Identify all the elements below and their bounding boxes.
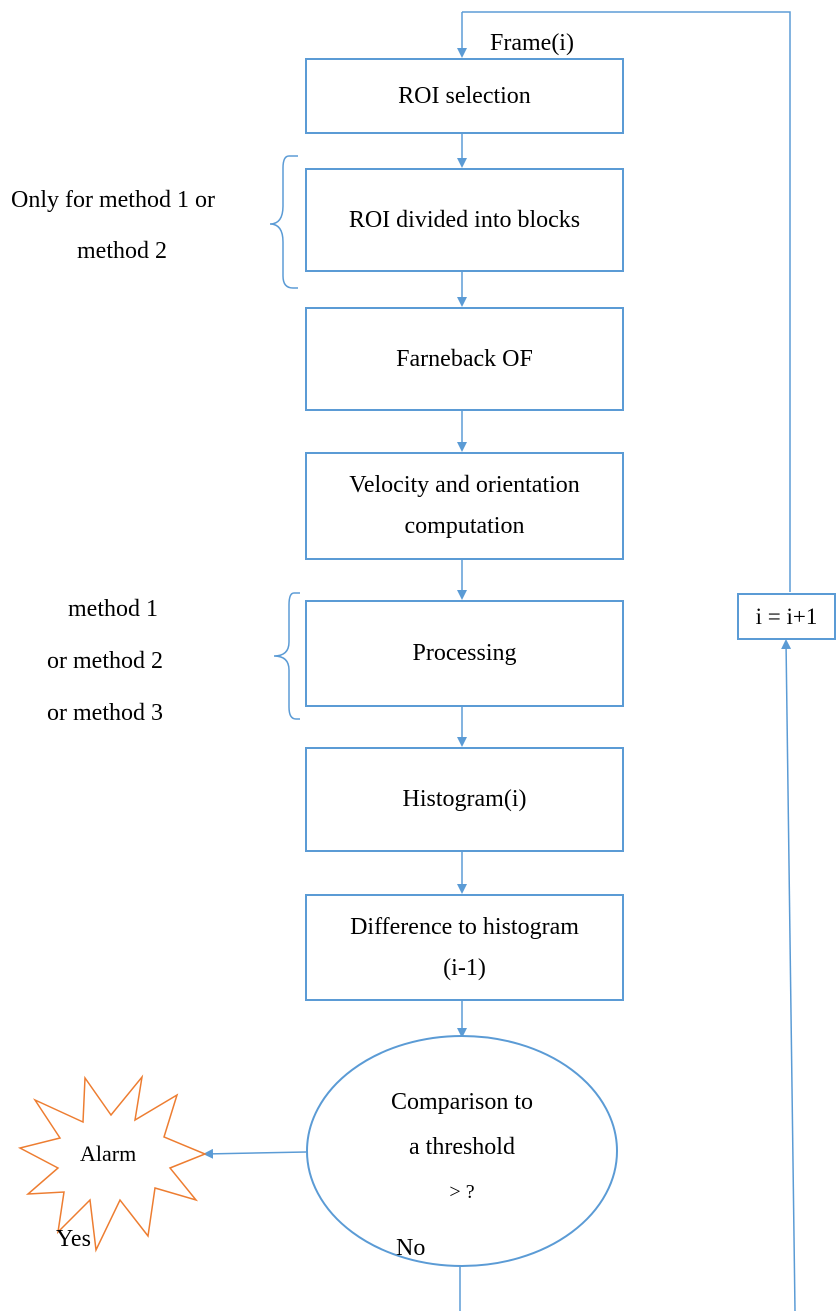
note-processing-line-1: method 1 (68, 596, 158, 622)
step-difference: Difference to histogram (i-1) (305, 894, 624, 1001)
step-farneback: Farneback OF (305, 307, 624, 411)
decision-line-1: Comparison to (391, 1089, 533, 1115)
note-processing-line-2: or method 2 (47, 648, 163, 674)
alarm-star-shape (17, 1074, 207, 1253)
yes-label: Yes (56, 1226, 91, 1252)
decision-ellipse (306, 1035, 618, 1267)
arrow-to-alarm (203, 1148, 307, 1159)
increment-box: i = i+1 (737, 593, 836, 640)
step-farneback-label: Farneback OF (396, 345, 533, 372)
step-velocity: Velocity and orientation computation (305, 452, 624, 560)
step-processing-label: Processing (412, 640, 517, 666)
increment-label: i = i+1 (755, 604, 818, 629)
note-processing-line-3: or method 3 (47, 700, 163, 726)
step-roi-selection: ROI selection (305, 58, 624, 134)
step-difference-line-1: Difference to histogram (350, 913, 579, 940)
step-processing: Processing (305, 600, 624, 707)
arrow-to-increment (781, 639, 796, 1311)
note-blocks-line-2: method 2 (77, 238, 167, 264)
loop-top-line (462, 11, 791, 592)
step-velocity-line-1: Velocity and orientation (349, 472, 580, 498)
brace-processing (273, 592, 300, 720)
step-roi-selection-label: ROI selection (398, 82, 531, 109)
decision-line-2: a threshold (409, 1134, 515, 1160)
step-roi-divided-label: ROI divided into blocks (348, 206, 581, 233)
note-blocks-line-1: Only for method 1 or (11, 187, 215, 213)
decision-line-3: > ? (449, 1181, 475, 1203)
step-histogram-label: Histogram(i) (402, 786, 527, 812)
step-roi-divided: ROI divided into blocks (305, 168, 624, 272)
no-label: No (396, 1235, 426, 1261)
step-velocity-line-2: computation (404, 513, 525, 539)
decision-text: Comparison to a threshold > ? (340, 1080, 584, 1215)
step-histogram: Histogram(i) (305, 747, 624, 852)
brace-blocks (269, 155, 298, 289)
frame-label: Frame(i) (490, 30, 574, 56)
alarm-label: Alarm (80, 1141, 137, 1166)
step-difference-line-2: (i-1) (443, 954, 486, 981)
